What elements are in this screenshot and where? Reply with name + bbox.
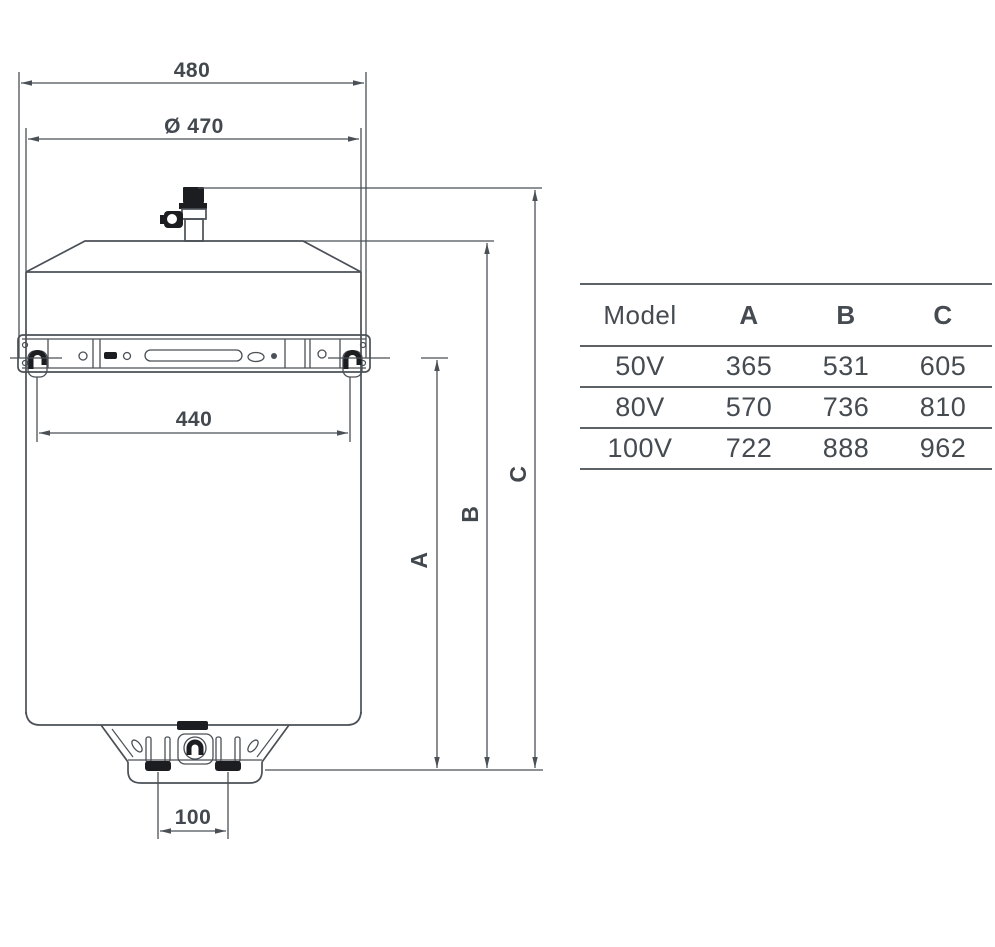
table-row: 80V 570 736 810 — [580, 388, 992, 429]
valve-knob-hole — [167, 214, 177, 224]
bracket-oval-hole — [247, 351, 265, 363]
center-fitting-cap — [177, 721, 208, 730]
safety-valve-icon — [160, 187, 207, 242]
left-pipe-pad — [145, 761, 171, 771]
dim-b-label: B — [457, 505, 483, 522]
spec-table-header-row: Model A B C — [580, 285, 992, 347]
spec-cell-c: 605 — [919, 351, 967, 381]
spec-header-c: C — [933, 299, 953, 330]
dim-480: 480 — [18, 59, 367, 358]
dim-480-label: 480 — [174, 59, 211, 82]
cone-right-slope — [261, 724, 290, 763]
valve-flange — [179, 203, 207, 209]
right-pipe-pad — [215, 761, 241, 771]
center-fitting-boss — [183, 736, 207, 760]
spec-cell-model: 100V — [607, 433, 673, 463]
spec-cell-c: 810 — [919, 392, 967, 422]
spec-header-model: Model — [603, 299, 677, 330]
dim-B: B — [303, 240, 494, 768]
valve-body — [181, 208, 207, 220]
spec-cell-b: 888 — [822, 433, 870, 463]
bracket-slot — [144, 349, 243, 362]
tank-dome — [25, 240, 362, 273]
valve-cap — [183, 187, 204, 203]
spec-header-b: B — [836, 299, 856, 330]
bracket-plate — [17, 334, 371, 373]
bracket-screw-hole — [21, 341, 29, 349]
dim-c-label: C — [505, 465, 531, 482]
spec-cell-b: 736 — [822, 392, 870, 422]
dim-a-label: A — [406, 551, 432, 568]
spec-cell-model: 80V — [615, 392, 665, 422]
bracket-hole — [122, 351, 132, 361]
spec-cell-c: 962 — [919, 433, 967, 463]
dim-A: A — [406, 360, 440, 768]
left-rail — [164, 736, 171, 763]
spec-table: Model A B C 50V 365 531 605 80V 570 736 … — [580, 283, 992, 470]
table-row: 50V 365 531 605 — [580, 347, 992, 388]
spec-cell-model: 50V — [615, 351, 665, 381]
bracket-rivet — [271, 353, 277, 359]
mounting-bracket — [10, 334, 448, 378]
spec-header-a: A — [739, 299, 759, 330]
dim-440-label: 440 — [176, 408, 213, 431]
cone-left-slope — [100, 724, 129, 763]
dim-100: 100 — [157, 772, 229, 839]
cone-left-hole — [131, 739, 143, 753]
bracket-hole — [78, 351, 88, 361]
bracket-hole — [317, 349, 327, 359]
right-hook-icon — [343, 350, 362, 369]
valve-base — [184, 218, 204, 242]
dim-100-label: 100 — [175, 806, 212, 829]
spec-cell-a: 722 — [725, 433, 773, 463]
cone-right-hole — [247, 739, 259, 753]
left-hook-icon — [28, 350, 47, 369]
right-rail — [215, 736, 222, 763]
cone-inner-right — [256, 728, 279, 758]
bracket-clip — [104, 352, 117, 359]
center-fitting-box — [177, 733, 214, 765]
dim-C: C — [198, 187, 542, 768]
right-rail — [234, 736, 241, 763]
center-fitting-plug — [186, 739, 204, 755]
left-rail — [145, 736, 152, 763]
dim-470-label: Ø 470 — [164, 115, 224, 138]
cone-inner-left — [111, 728, 134, 758]
bottom-cone — [100, 721, 290, 784]
dim-470: Ø 470 — [25, 115, 362, 272]
table-row: 100V 722 888 962 — [580, 429, 992, 470]
spec-cell-a: 570 — [725, 392, 773, 422]
cone-bowl — [127, 762, 263, 784]
valve-side-nub — [160, 215, 167, 224]
spec-cell-b: 531 — [822, 351, 870, 381]
spec-cell-a: 365 — [725, 351, 773, 381]
tank-outline — [25, 240, 362, 726]
dim-440: 440 — [36, 377, 351, 442]
